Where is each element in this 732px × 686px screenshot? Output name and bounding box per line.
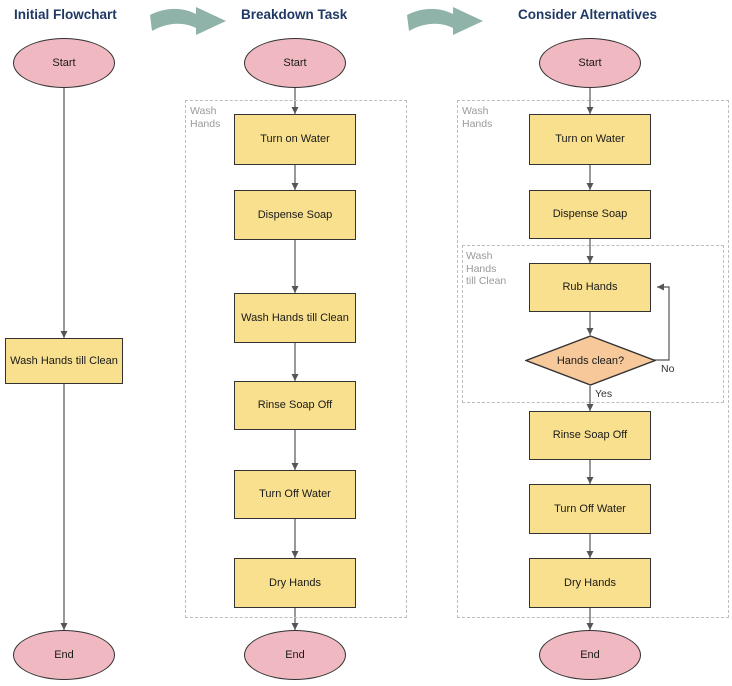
node-col2-turn-on-water[interactable]: Turn on Water <box>234 114 356 165</box>
node-col3-hands-clean-decision[interactable]: Hands clean? <box>525 335 656 386</box>
stage-arrow-2 <box>405 5 485 44</box>
column-title-1: Initial Flowchart <box>14 7 117 22</box>
node-col2-dry-hands[interactable]: Dry Hands <box>234 558 356 608</box>
node-col1-wash-hands-till-clean[interactable]: Wash Hands till Clean <box>5 338 123 384</box>
edge-label-yes: Yes <box>595 388 613 400</box>
node-col1-start[interactable]: Start <box>13 38 115 88</box>
node-col3-turn-off-water[interactable]: Turn Off Water <box>529 484 651 534</box>
node-col3-start[interactable]: Start <box>539 38 641 88</box>
node-col3-dispense-soap[interactable]: Dispense Soap <box>529 190 651 239</box>
node-col3-turn-on-water[interactable]: Turn on Water <box>529 114 651 165</box>
column-title-3: Consider Alternatives <box>518 7 658 22</box>
group-label-col2-wash-hands: Wash Hands <box>190 105 221 130</box>
node-col2-turn-off-water[interactable]: Turn Off Water <box>234 470 356 519</box>
node-col3-rinse-soap-off[interactable]: Rinse Soap Off <box>529 411 651 460</box>
column-title-2: Breakdown Task <box>241 7 348 22</box>
group-col2-wash-hands <box>185 100 407 618</box>
node-col2-end[interactable]: End <box>244 630 346 680</box>
group-label-col3-wash-hands-till-clean: Wash Hands till Clean <box>466 250 507 288</box>
node-col1-end[interactable]: End <box>13 630 115 680</box>
edge-label-no: No <box>661 363 675 375</box>
group-col3-wash-hands-till-clean <box>462 245 724 403</box>
group-col3-wash-hands <box>457 100 729 618</box>
node-col3-dry-hands[interactable]: Dry Hands <box>529 558 651 608</box>
node-col2-start[interactable]: Start <box>244 38 346 88</box>
node-col2-rinse-soap-off[interactable]: Rinse Soap Off <box>234 381 356 430</box>
group-label-col3-wash-hands: Wash Hands <box>462 105 493 130</box>
stage-arrow-1 <box>148 5 228 44</box>
node-col3-rub-hands[interactable]: Rub Hands <box>529 263 651 312</box>
node-col2-wash-hands-till-clean[interactable]: Wash Hands till Clean <box>234 293 356 343</box>
node-col2-dispense-soap[interactable]: Dispense Soap <box>234 190 356 240</box>
node-col3-end[interactable]: End <box>539 630 641 680</box>
